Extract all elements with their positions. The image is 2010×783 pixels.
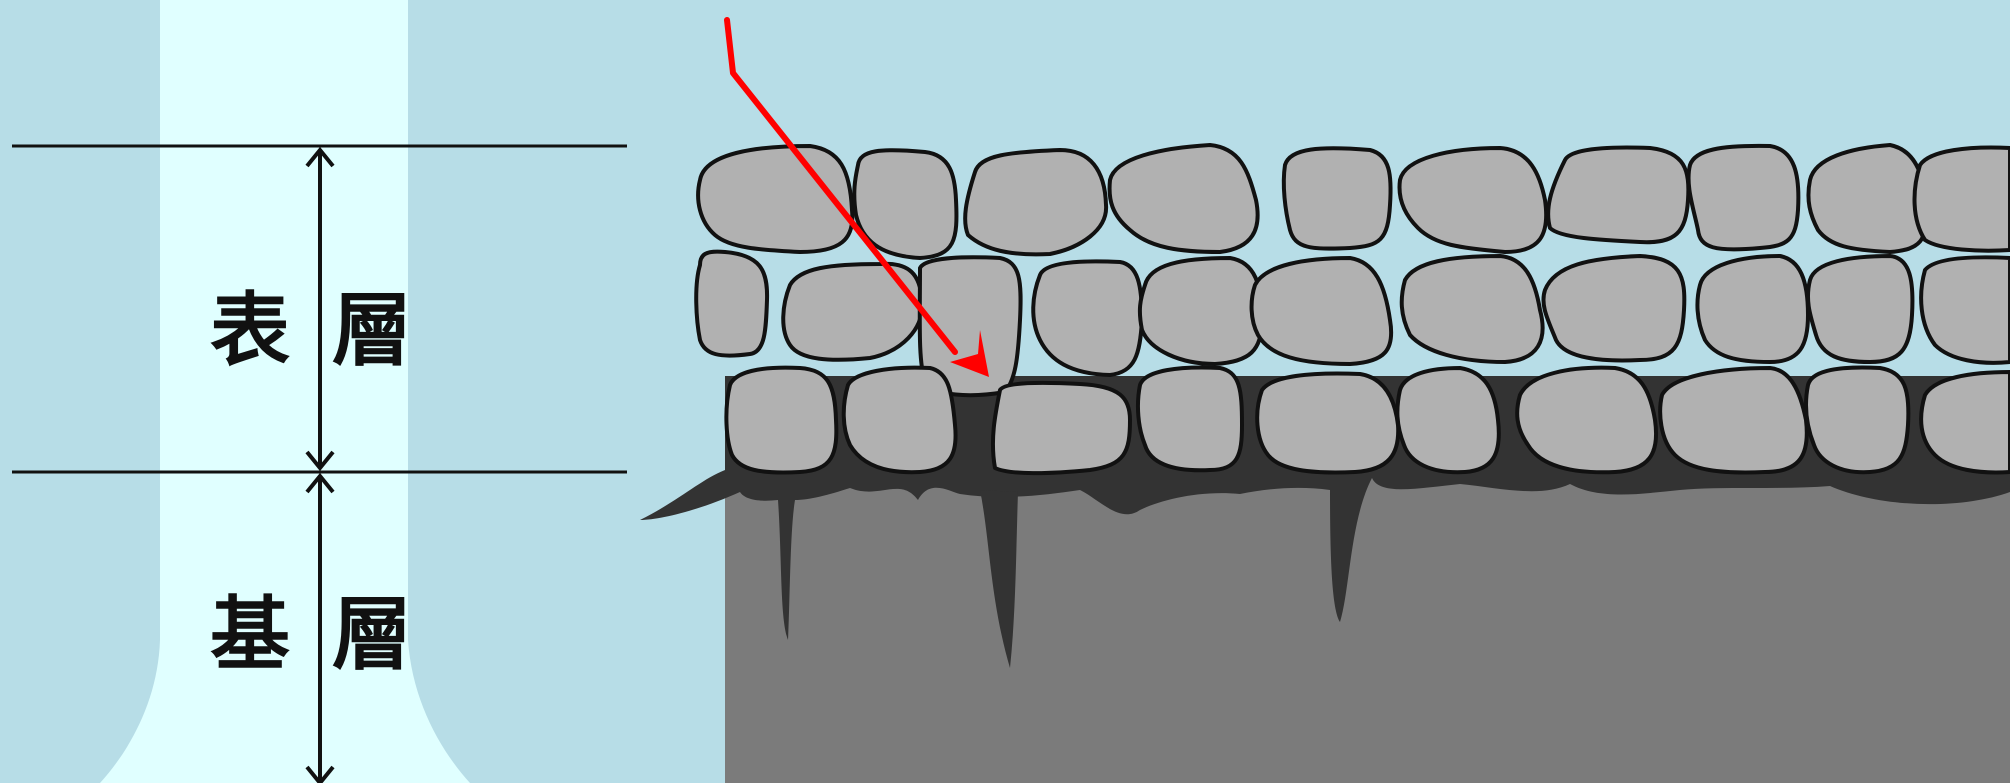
surface-label-char-1: 表 <box>210 284 290 377</box>
stone <box>1257 374 1398 473</box>
stone <box>1517 368 1656 473</box>
stone <box>993 383 1130 473</box>
stone <box>1252 258 1392 364</box>
stone <box>696 252 767 356</box>
stone <box>1808 256 1913 362</box>
stone <box>783 264 922 360</box>
stone <box>1808 145 1926 252</box>
stone <box>1921 257 2010 363</box>
stone <box>1915 148 2010 251</box>
stone <box>698 146 852 252</box>
stone <box>1140 258 1262 364</box>
stone <box>965 150 1106 254</box>
stone <box>1689 146 1799 250</box>
stone-layer <box>696 145 2010 473</box>
stone <box>844 368 956 473</box>
stone <box>1397 368 1498 472</box>
base-label-char-1: 基 <box>210 588 290 681</box>
stone <box>1402 256 1543 362</box>
stone <box>726 368 836 473</box>
stone <box>1806 368 1908 473</box>
stone <box>1660 368 1807 472</box>
stone <box>1548 148 1688 243</box>
stone <box>1543 256 1684 360</box>
stone <box>1284 148 1391 248</box>
stone <box>1697 256 1808 362</box>
base-soil <box>725 472 2010 783</box>
base-label-char-2: 層 <box>332 588 412 681</box>
surface-label-char-2: 層 <box>332 284 412 377</box>
stone <box>1138 368 1242 471</box>
